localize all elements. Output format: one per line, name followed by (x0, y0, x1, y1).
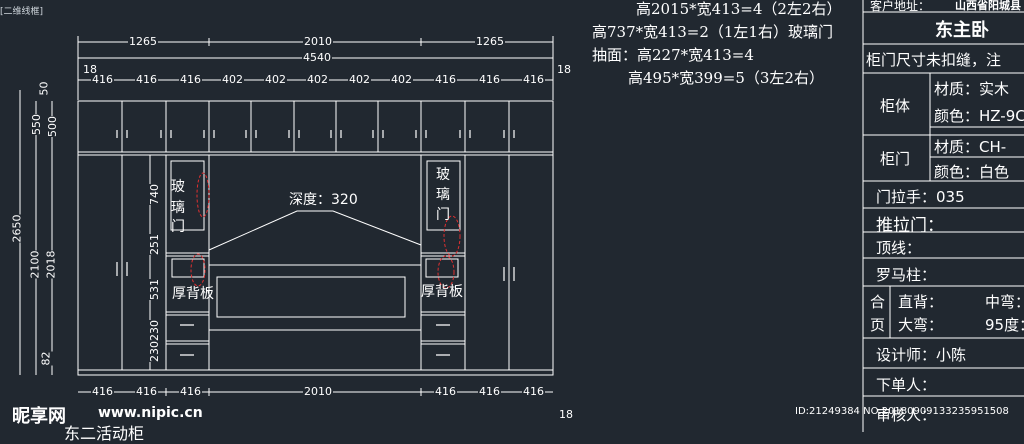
dim-bottom-seg: 416 (179, 385, 202, 398)
dim-left-2650: 2650 (10, 214, 24, 243)
mid-bend-label: 中弯： (985, 293, 1024, 311)
footer-title: 东二活动柜 (64, 424, 145, 443)
top-line-label: 顶线： (876, 239, 922, 257)
hinge-label-2: 页 (870, 316, 886, 334)
customer-address-label: 客户地址： (870, 0, 931, 13)
dim-left-230a: 230 (148, 320, 161, 341)
straight-back-label: 直背： (898, 293, 944, 311)
glass-right-char: 璃 (436, 187, 450, 203)
watermark-url[interactable]: www.nipic.cn (98, 405, 203, 421)
dim-top-seg: 416 (135, 73, 158, 86)
roman-column-label: 罗马柱： (876, 266, 937, 284)
sliding-door-label: 推拉门： (876, 216, 944, 236)
room-name: 东主卧 (935, 20, 989, 41)
dim-bottom-seg: 416 (91, 385, 114, 398)
dim-left-230b: 230 (148, 341, 161, 362)
dim-left-82: 82 (39, 351, 53, 366)
dim-top-seg: 402 (264, 73, 287, 86)
hinge-label-1: 合 (870, 293, 886, 311)
dim-top-seg: 402 (306, 73, 329, 86)
dim-left-550: 550 (30, 114, 43, 135)
spec-line-2: 高737*宽413=2（1左1右）玻璃门 (592, 23, 833, 41)
dim-left-2018: 2018 (44, 250, 58, 279)
glass-right-char: 玻 (436, 167, 450, 183)
cabinet-door-label: 柜门 (880, 150, 911, 168)
dim-top-seg: 416 (91, 73, 114, 86)
dim-left-50: 50 (37, 81, 51, 96)
dim-bottom-seg: 416 (434, 385, 457, 398)
dim-left-740: 740 (148, 184, 161, 205)
dim-top-1265-left: 1265 (128, 35, 158, 48)
body-color: 颜色：HZ-9C (934, 107, 1024, 125)
dim-top-seg: 416 (434, 73, 457, 86)
note-text: 柜门尺寸未扣缝，注 (866, 51, 1002, 69)
address-value: 山西省阳城县 (955, 0, 1021, 12)
dim-left-531: 531 (148, 279, 161, 300)
dim-top-seg: 416 (522, 73, 545, 86)
watermark-id: ID:21249384 NO:20180909133235951508 (795, 406, 1009, 417)
door-material: 材质：CH- (934, 138, 1007, 156)
cabinet-outline (77, 100, 554, 376)
dim-left-251: 251 (148, 234, 161, 255)
depth-label: 深度：320 (289, 192, 358, 208)
dim-bottom-seg: 2010 (303, 385, 333, 398)
glass-left-char: 玻 (171, 179, 185, 195)
dim-bottom-seg: 416 (522, 385, 545, 398)
designer-label: 设计师：小陈 (876, 346, 967, 364)
tab-title[interactable]: [二维线框] (0, 7, 44, 17)
dim-bottom-seg: 416 (135, 385, 158, 398)
dim-top-seg: 402 (390, 73, 413, 86)
dim-top-seg: 416 (478, 73, 501, 86)
dim-top-seg: 402 (348, 73, 371, 86)
watermark-logo: 昵享网 (12, 406, 66, 427)
door-color: 颜色：白色 (934, 163, 1010, 181)
dim-top-seg: 416 (179, 73, 202, 86)
dim-bottom-seg: 416 (478, 385, 501, 398)
glass-left-char: 璃 (171, 200, 185, 216)
dim-top-1265-right: 1265 (475, 35, 505, 48)
dim-bottom-end-right: 18 (558, 408, 574, 421)
order-person-label: 下单人： (876, 376, 937, 394)
spec-line-3: 抽面：高227*宽413=4 (592, 46, 754, 64)
dim-top-seg: 402 (221, 73, 244, 86)
dim-top-end-left: 18 (82, 63, 98, 76)
dim-top-2010: 2010 (303, 35, 333, 48)
big-bend-label: 大弯： (898, 316, 944, 334)
dim-top-total: 4540 (302, 51, 332, 64)
glass-right-char: 门 (436, 207, 450, 223)
review-person-label: 审核人： (876, 406, 937, 424)
backboard-left-label: 厚背板 (172, 286, 214, 302)
glass-left-char: 门 (171, 219, 185, 235)
spec-line-1: 高2015*宽413=4（2左2右） (636, 0, 842, 18)
backboard-right-label: 厚背板 (421, 284, 463, 300)
dim-left-2100: 2100 (28, 250, 42, 279)
handle-text: 门拉手：035 (876, 188, 965, 206)
body-material: 材质：实木 (934, 80, 1010, 98)
dim-left-500: 500 (46, 116, 59, 137)
deg95-label: 95度： (985, 316, 1024, 334)
dim-top-end-right: 18 (556, 63, 572, 76)
spec-line-4: 高495*宽399=5（3左2右） (628, 69, 824, 87)
cabinet-body-label: 柜体 (880, 97, 911, 115)
